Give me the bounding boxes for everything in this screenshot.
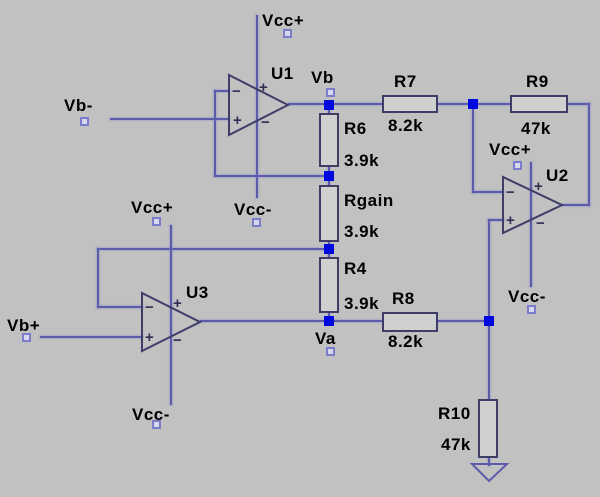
u2-noninverting-pin-marker: + [506,212,515,229]
wire-u3-output[interactable] [200,320,382,322]
u1-noninverting-pin-marker: + [233,112,242,129]
net-label-vbplus[interactable]: Vb+ [7,316,41,335]
wire-vbplus-input[interactable] [40,336,143,338]
wire-u1-feedback-horiz[interactable] [214,175,330,177]
resistor-r7[interactable] [382,95,438,113]
resistor-r7-value[interactable]: 8.2k [388,116,424,135]
opamp-u2-symbol[interactable] [502,175,565,235]
u1-possupply-pin-marker: + [259,79,268,96]
port-vccminus-u1[interactable] [252,218,261,227]
junction-va-node [324,316,334,326]
u1-inverting-pin-marker: − [232,83,241,100]
wire-r10-to-ground[interactable] [488,457,490,466]
wire-u3-inv-stub[interactable] [97,306,143,308]
resistor-r9-ref[interactable]: R9 [526,72,549,91]
net-label-vccminus-u2[interactable]: Vcc- [508,287,546,306]
junction-r6-rgain [324,171,334,181]
wire-node-to-r10[interactable] [488,320,490,400]
net-label-vccminus-u1[interactable]: Vcc- [234,200,272,219]
wire-r9-right[interactable] [568,103,590,105]
resistor-r8[interactable] [382,312,438,332]
wire-node-to-u2inv-vert[interactable] [472,103,474,193]
wire-u3-feedback-horiz[interactable] [97,248,330,250]
resistor-rgain-value[interactable]: 3.9k [344,222,380,241]
resistor-r6-value[interactable]: 3.9k [344,151,380,170]
port-va[interactable] [326,347,335,356]
net-label-vbminus[interactable]: Vb- [64,96,93,115]
u3-negsupply-pin-marker: − [173,332,182,349]
port-vccplus-u1[interactable] [283,29,292,38]
resistor-r6-ref[interactable]: R6 [344,119,367,138]
wire-u2-supply[interactable] [530,162,532,287]
port-vbminus[interactable] [80,117,89,126]
net-label-vccplus-u3[interactable]: Vcc+ [131,198,174,217]
port-vb[interactable] [326,88,335,97]
wire-u2-output[interactable] [562,204,590,206]
wire-vbminus-input[interactable] [110,118,230,120]
port-vccplus-u2[interactable] [513,161,522,170]
resistor-r6[interactable] [319,113,339,167]
wire-u1-inv-stub[interactable] [214,90,230,92]
u3-noninverting-pin-marker: + [145,329,154,346]
wire-r8-right[interactable] [438,320,490,322]
wire-u2-feedback-vert[interactable] [588,103,590,206]
resistor-rgain[interactable] [319,185,339,242]
u3-possupply-pin-marker: + [173,295,182,312]
wire-u1-feedback-vert[interactable] [214,90,216,177]
resistor-rgain-ref[interactable]: Rgain [344,191,394,210]
junction-r7-r9 [468,99,478,109]
u2-negsupply-pin-marker: − [536,215,545,232]
u2-inverting-pin-marker: − [506,184,515,201]
wire-u1-output[interactable] [288,103,382,105]
wire-node-to-u2inv-horiz[interactable] [472,191,504,193]
resistor-r9-value[interactable]: 47k [521,119,551,138]
resistor-r10-value[interactable]: 47k [441,435,471,454]
junction-vb-node [324,100,334,110]
net-label-vccminus-u3[interactable]: Vcc- [132,405,170,424]
wire-node-to-u2plus-vert[interactable] [488,219,490,321]
port-vccminus-u3[interactable] [152,420,161,429]
port-vccplus-u3[interactable] [152,217,161,226]
resistor-r10-ref[interactable]: R10 [438,404,471,423]
net-label-vccplus-u2[interactable]: Vcc+ [489,140,532,159]
wire-u3-supply[interactable] [170,225,172,405]
resistor-r9[interactable] [510,95,568,113]
opamp-u1-ref[interactable]: U1 [271,64,294,83]
opamp-u1-symbol[interactable] [228,73,291,137]
u3-inverting-pin-marker: − [145,299,154,316]
resistor-r4[interactable] [319,257,339,313]
resistor-r4-ref[interactable]: R4 [344,259,367,278]
net-label-vccplus-u1[interactable]: Vcc+ [262,11,305,30]
net-label-vb[interactable]: Vb [311,68,334,87]
resistor-r8-value[interactable]: 8.2k [388,332,424,351]
junction-r8-r10 [484,316,494,326]
resistor-r7-ref[interactable]: R7 [394,72,417,91]
u1-negsupply-pin-marker: − [261,114,270,131]
port-vbplus[interactable] [22,333,31,342]
opamp-u3-ref[interactable]: U3 [186,283,209,302]
wire-vccplus-u1[interactable] [256,15,258,198]
u2-possupply-pin-marker: + [534,178,543,195]
opamp-u2-ref[interactable]: U2 [546,166,569,185]
port-vccminus-u2[interactable] [527,305,536,314]
wire-u3-feedback-vert[interactable] [97,248,99,308]
resistor-r8-ref[interactable]: R8 [392,289,415,308]
resistor-r4-value[interactable]: 3.9k [344,294,380,313]
resistor-r10[interactable] [478,399,498,458]
wire-node-to-u2plus-horiz[interactable] [488,219,504,221]
junction-rgain-r4 [324,244,334,254]
opamp-u3-symbol[interactable] [141,291,203,353]
net-label-va[interactable]: Va [315,329,336,348]
ground-symbol[interactable] [469,463,510,483]
